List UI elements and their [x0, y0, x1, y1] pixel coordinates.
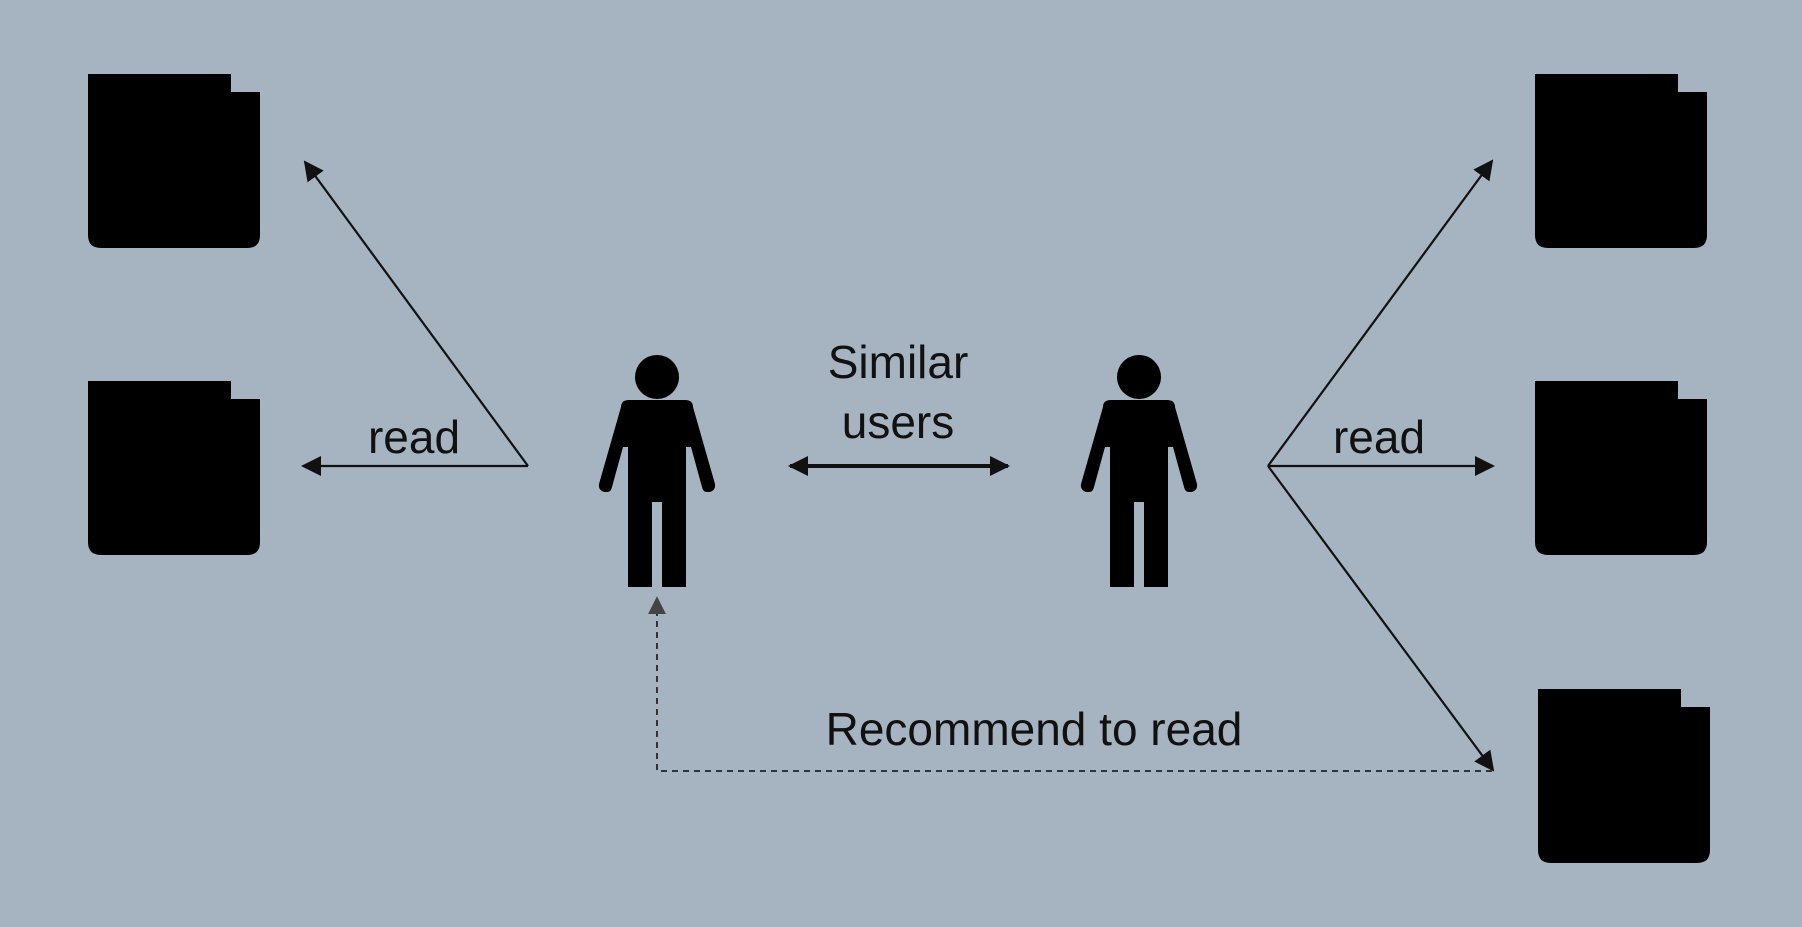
- read-arrow-right-down: [1267, 465, 1495, 772]
- newspaper-icon: [1538, 689, 1710, 863]
- read-label-left: read: [368, 411, 460, 463]
- read-arrow-right-up: [1267, 159, 1494, 467]
- read-arrow-left-up: [303, 160, 529, 467]
- person-icon: [1080, 355, 1198, 587]
- person-icon: [598, 355, 716, 587]
- recommend-label: Recommend to read: [826, 703, 1243, 755]
- similar-users-label-line1: Similar: [828, 336, 969, 388]
- newspaper-icon: [88, 74, 260, 248]
- read-label-right: read: [1333, 411, 1425, 463]
- recommend-arrow: [648, 596, 1492, 772]
- newspaper-icon: [1535, 381, 1707, 555]
- newspaper-icon: [88, 381, 260, 555]
- similar-users-label-line2: users: [842, 396, 954, 448]
- newspaper-icon: [1535, 74, 1707, 248]
